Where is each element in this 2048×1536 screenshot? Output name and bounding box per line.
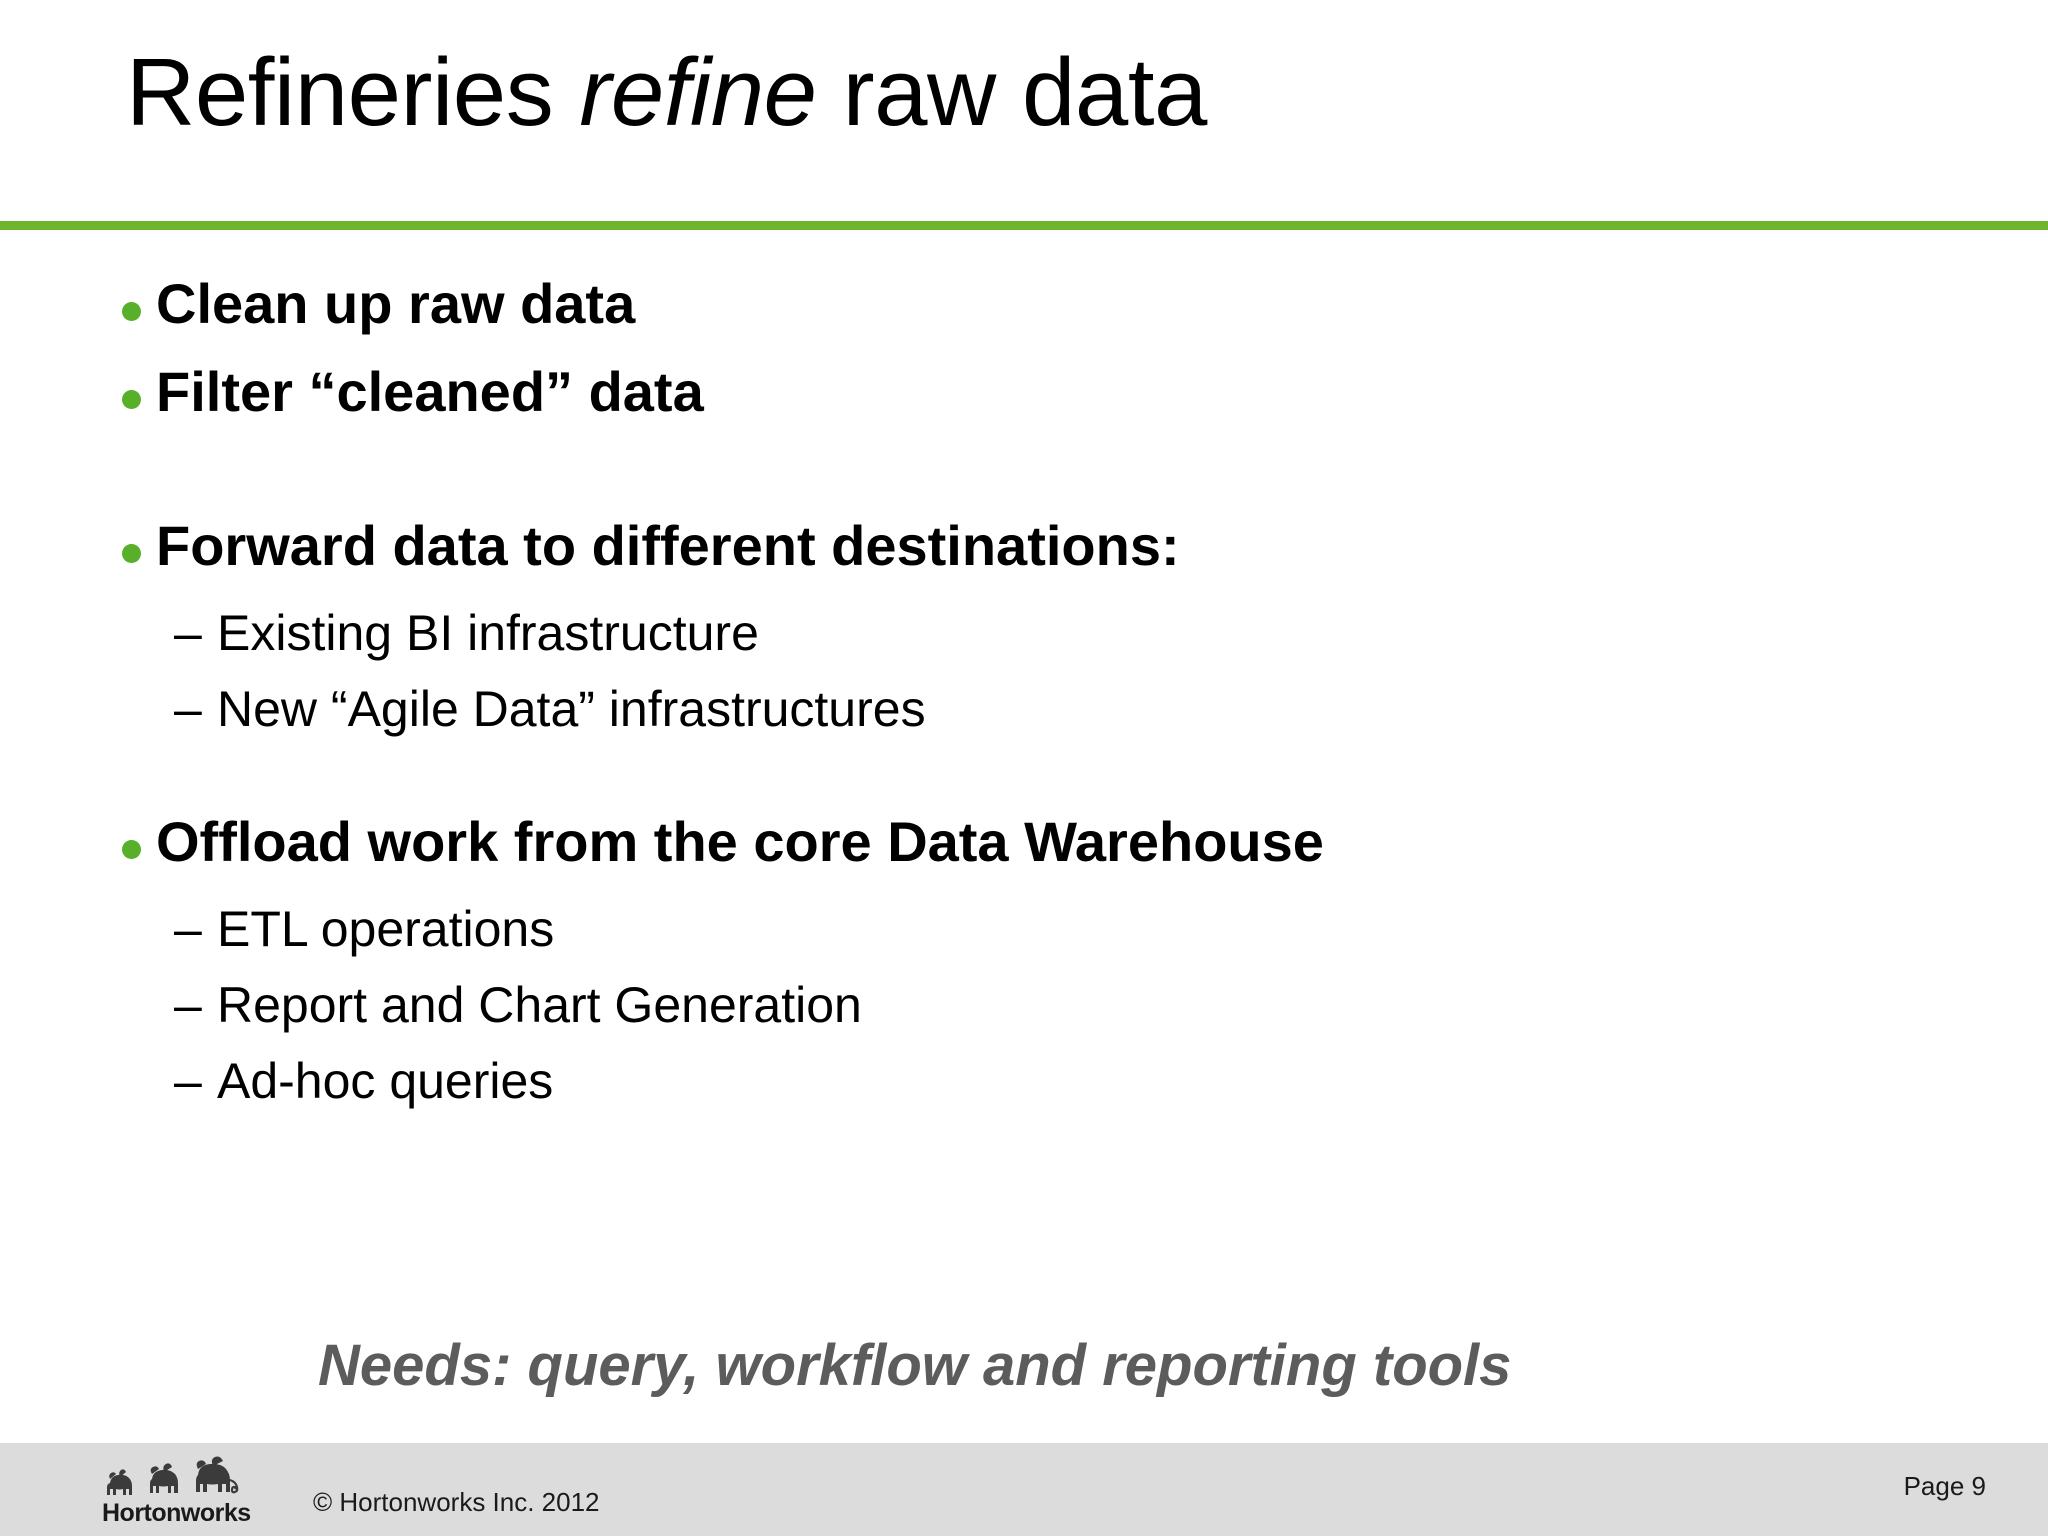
sub-list-item: – Existing BI infrastructure [112, 602, 1978, 676]
dash-bullet-icon: – [174, 681, 202, 737]
dash-bullet-icon: – [174, 605, 202, 661]
sub-list-item-label: Report and Chart Generation [217, 977, 862, 1033]
list-item-label: Offload work from the core Data Warehous… [156, 810, 1324, 873]
dash-bullet-icon: – [174, 977, 202, 1033]
page-number: Page 9 [1903, 1471, 1986, 1501]
sub-list-item-label: New “Agile Data” infrastructures [217, 681, 926, 737]
bullet-dot-icon [122, 390, 141, 409]
sub-list-item: – New “Agile Data” infrastructures [112, 678, 1978, 752]
list-item: Clean up raw data [112, 272, 1978, 354]
sub-list-item-label: ETL operations [217, 901, 555, 957]
bullet-list: Clean up raw data Filter “cleaned” data … [112, 272, 1978, 1126]
copyright-text: © Hortonworks Inc. 2012 [313, 1487, 600, 1517]
list-item: Filter “cleaned” data [112, 360, 1978, 442]
list-item: Offload work from the core Data Warehous… [112, 810, 1978, 892]
dash-bullet-icon: – [174, 1053, 202, 1109]
bullet-dot-icon [122, 302, 141, 321]
bullet-dot-icon [122, 544, 141, 563]
title-area: Refineries refine raw data [126, 36, 1988, 186]
sub-list-item: – Ad-hoc queries [112, 1050, 1978, 1124]
slide-footer: Hortonworks © Hortonworks Inc. 2012 Page… [0, 1443, 2048, 1536]
sub-list-item: – ETL operations [112, 898, 1978, 972]
sub-list-item: – Report and Chart Generation [112, 974, 1978, 1048]
sub-list-item-label: Ad-hoc queries [217, 1053, 554, 1109]
title-emphasis: refine [579, 39, 817, 146]
bullet-dot-icon [122, 840, 141, 859]
title-text-part-2: raw data [816, 39, 1208, 146]
list-spacer [112, 754, 1978, 810]
hortonworks-wordmark: Hortonworks [102, 1499, 251, 1527]
dash-bullet-icon: – [174, 901, 202, 957]
title-text-part-1: Refineries [126, 39, 580, 146]
list-item-label: Clean up raw data [156, 272, 636, 335]
hortonworks-logo: Hortonworks [96, 1453, 266, 1527]
needs-summary-text: Needs: query, workflow and reporting too… [318, 1333, 1512, 1398]
sub-list-item-label: Existing BI infrastructure [217, 605, 759, 661]
list-item-label: Forward data to different destinations: [156, 514, 1180, 577]
page-title: Refineries refine raw data [126, 36, 1988, 149]
list-item-label: Filter “cleaned” data [156, 360, 704, 423]
list-item: Forward data to different destinations: [112, 514, 1978, 596]
list-spacer [112, 448, 1978, 514]
title-divider-rule [0, 221, 2048, 230]
hortonworks-logo-icon: Hortonworks [102, 1456, 251, 1527]
